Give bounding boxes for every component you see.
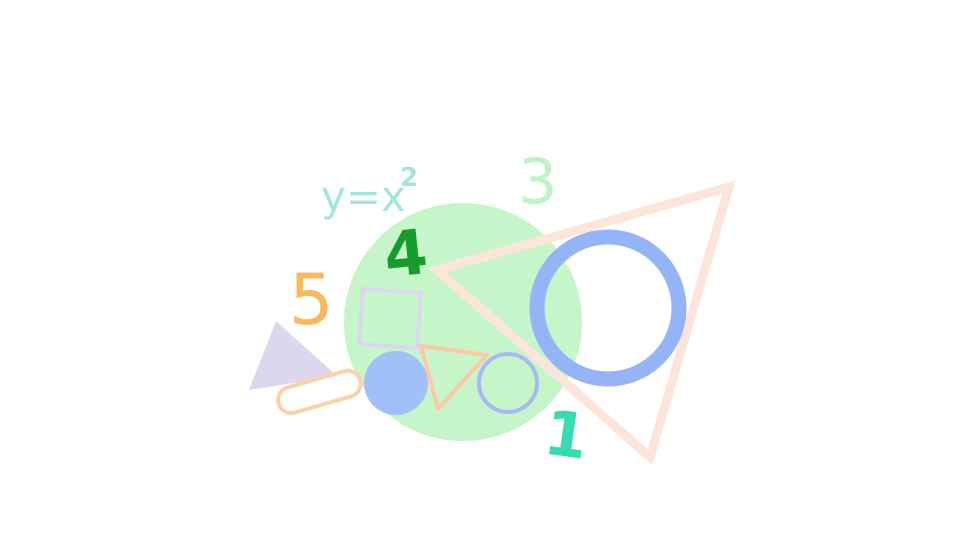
lavender-triangle (249, 321, 337, 390)
equation-base: y=x (321, 172, 406, 221)
label-one: 1 (540, 396, 593, 474)
blue-ring (529, 229, 687, 387)
equation-exponent: 2 (400, 163, 418, 193)
label-three: 3 (518, 145, 557, 218)
orange-small-triangle (419, 344, 489, 411)
blue-filled-circle (364, 351, 428, 415)
lavender-square (356, 286, 423, 351)
equation-y-equals-x-squared: y=x 2 (321, 163, 418, 221)
big-peach-triangle (427, 180, 736, 466)
small-blue-ring (477, 352, 539, 414)
label-five: 5 (289, 259, 334, 341)
peach-pill (276, 368, 363, 415)
label-four: 4 (380, 215, 431, 292)
